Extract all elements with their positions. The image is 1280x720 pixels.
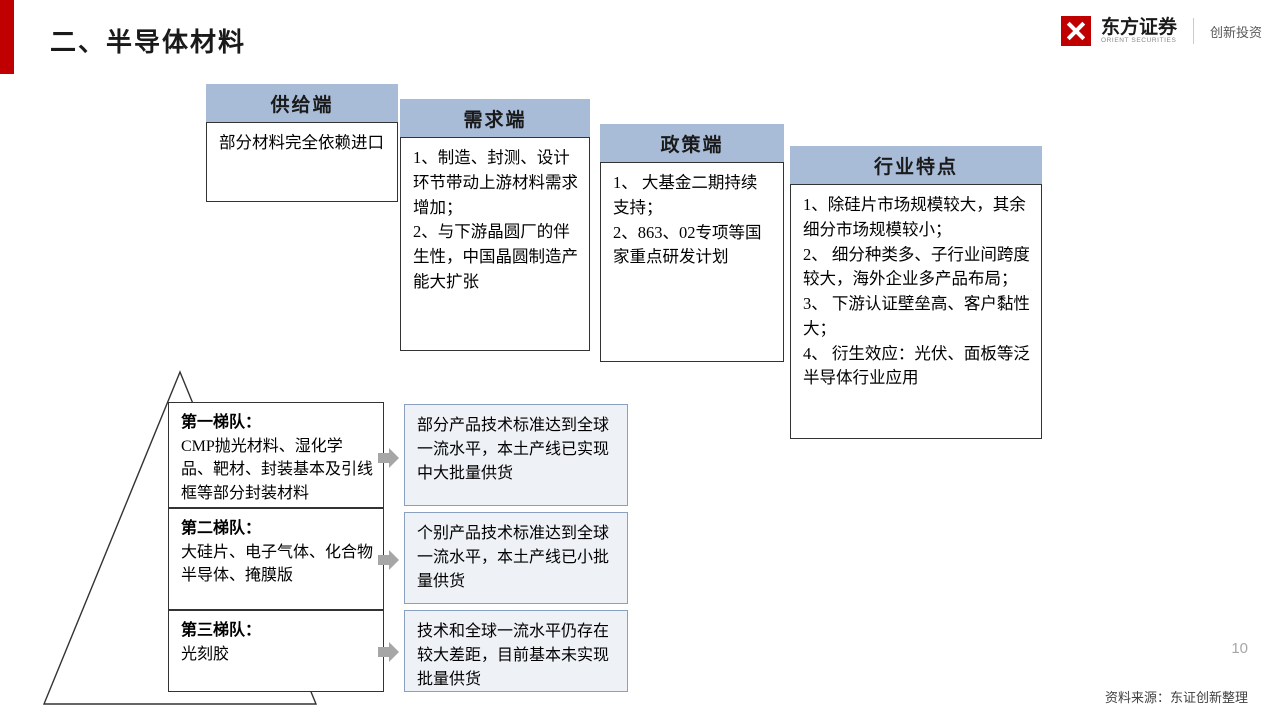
panel-body-demand: 1、制造、封测、设计环节带动上游材料需求增加； 2、与下游晶圆厂的伴生性，中国晶…: [400, 137, 590, 351]
accent-bar: [0, 0, 14, 74]
logo-text-block: 东方证券 ORIENT SECURITIES: [1100, 16, 1177, 45]
brand-logo: 东方证券 ORIENT SECURITIES 创新投资: [1060, 16, 1262, 46]
panel-body-industry: 1、除硅片市场规模较大，其余细分市场规模较小； 2、 细分种类多、子行业间跨度较…: [790, 184, 1042, 439]
tier-title-1: 第一梯队：: [181, 414, 262, 431]
tier-box-3: 第三梯队： 光刻胶: [168, 610, 384, 692]
logo-divider: [1192, 18, 1194, 44]
tier-title-3: 第三梯队：: [181, 622, 262, 639]
panel-header-demand: 需求端: [400, 99, 590, 137]
arrow-right-icon-1: [378, 448, 399, 468]
tier-result-2: 个别产品技术标准达到全球一流水平，本土产线已小批量供货: [404, 512, 628, 604]
panel-body-supply: 部分材料完全依赖进口: [206, 122, 398, 202]
tier-result-1: 部分产品技术标准达到全球一流水平，本土产线已实现中大批量供货: [404, 404, 628, 506]
page-number: 10: [1231, 640, 1248, 657]
logo-slogan: 创新投资: [1209, 24, 1262, 40]
tier-text-3: 光刻胶: [181, 646, 230, 664]
page-title: 二、半导体材料: [50, 28, 247, 57]
panel-header-supply: 供给端: [206, 84, 398, 122]
panel-body-policy: 1、 大基金二期持续支持； 2、863、02专项等国家重点研发计划: [600, 162, 784, 362]
panel-header-industry: 行业特点: [790, 146, 1042, 184]
tier-result-3: 技术和全球一流水平仍存在较大差距，目前基本未实现批量供货: [404, 610, 628, 692]
tier-text-1: CMP抛光材料、湿化学品、靶材、封装基本及引线框等部分封装材料: [181, 438, 374, 502]
tier-title-2: 第二梯队：: [181, 520, 262, 537]
logo-name-en: ORIENT SECURITIES: [1100, 37, 1177, 45]
source-note: 资料来源：东证创新整理: [1104, 690, 1248, 705]
arrow-right-icon-3: [378, 642, 399, 662]
arrow-right-icon-2: [378, 550, 399, 570]
logo-name-cn: 东方证券: [1100, 16, 1177, 38]
panel-header-policy: 政策端: [600, 124, 784, 162]
tier-box-2: 第二梯队： 大硅片、电子气体、化合物半导体、掩膜版: [168, 508, 384, 610]
tier-box-1: 第一梯队： CMP抛光材料、湿化学品、靶材、封装基本及引线框等部分封装材料: [168, 402, 384, 508]
logo-cross-icon: [1060, 16, 1091, 46]
tier-text-2: 大硅片、电子气体、化合物半导体、掩膜版: [181, 544, 374, 585]
